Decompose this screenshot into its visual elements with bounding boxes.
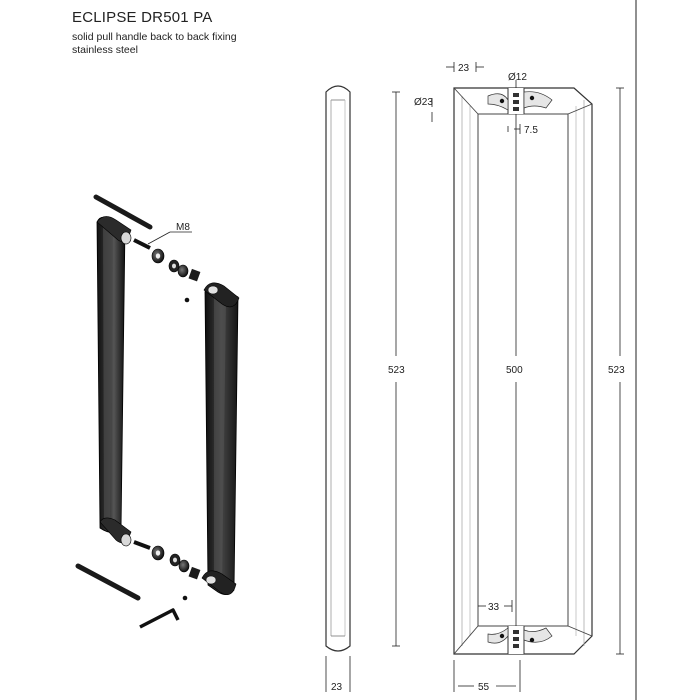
- side-length-label: 523: [388, 365, 405, 376]
- product-description: solid pull handle back to back fixing: [72, 31, 237, 43]
- centers-dim: 500: [506, 114, 523, 626]
- gap-dim: 7.5: [507, 124, 538, 136]
- bolt-size-label: M8: [176, 222, 190, 233]
- diameter-callout: Ø23: [414, 97, 433, 122]
- bottom-fixing-set: [133, 540, 201, 601]
- overall-width-label: 55: [478, 682, 490, 693]
- gap-label: 7.5: [524, 125, 538, 136]
- rod-diameter-label: Ø23: [414, 97, 433, 108]
- top-fixing-set: [133, 238, 201, 303]
- front-top-width-label: 23: [458, 63, 470, 74]
- front-length-label: 523: [608, 365, 625, 376]
- threaded-rod-bottom: [75, 563, 141, 601]
- threaded-rod-top: [93, 194, 153, 230]
- centers-label: 500: [506, 365, 523, 376]
- product-material: stainless steel: [72, 44, 138, 56]
- allen-key: [139, 608, 180, 629]
- exploded-view: M8: [75, 194, 240, 629]
- fixing-diameter-callout: Ø12: [508, 72, 527, 88]
- product-title: ECLIPSE DR501 PA: [72, 9, 213, 26]
- inner-width-dim: 33: [478, 600, 513, 613]
- front-view: [453, 87, 593, 655]
- overall-width-dim: 55: [453, 660, 521, 693]
- front-top-width-dim: 23: [446, 62, 484, 74]
- side-width-label: 23: [331, 682, 343, 693]
- inner-width-label: 33: [488, 602, 500, 613]
- side-view: 523 23: [325, 85, 405, 693]
- fixing-diameter-label: Ø12: [508, 72, 527, 83]
- front-length-dim: 523: [608, 87, 625, 655]
